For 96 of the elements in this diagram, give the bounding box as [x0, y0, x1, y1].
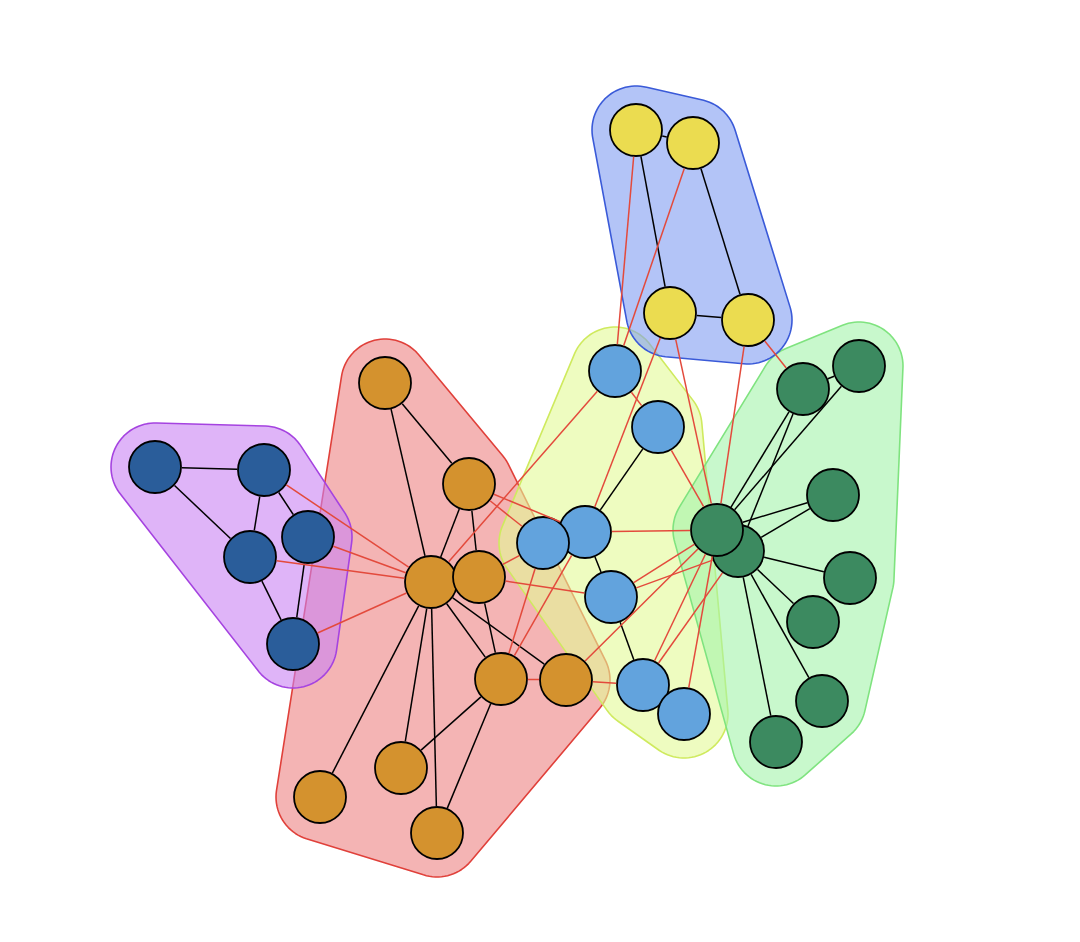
- link-line: [513, 554, 573, 657]
- link-line: [173, 484, 232, 540]
- link-line: [261, 580, 282, 621]
- network-node: [823, 551, 877, 605]
- link-line: [253, 495, 261, 532]
- link-line: [733, 385, 843, 511]
- network-node: [643, 286, 697, 340]
- network-node: [237, 443, 291, 497]
- link-line: [446, 603, 486, 658]
- link-line: [611, 529, 691, 533]
- network-node: [584, 570, 638, 624]
- link-line: [763, 556, 825, 573]
- link-line: [331, 605, 420, 774]
- link-line: [420, 696, 482, 751]
- network-node: [452, 550, 506, 604]
- network-node: [358, 356, 412, 410]
- network-node: [516, 516, 570, 570]
- link-line: [508, 567, 536, 655]
- link-line: [584, 548, 699, 662]
- link-line: [760, 507, 811, 539]
- network-node: [266, 617, 320, 671]
- network-node: [374, 741, 428, 795]
- link-line: [696, 314, 722, 319]
- network-node: [749, 715, 803, 769]
- link-line: [633, 543, 695, 584]
- link-line: [594, 337, 661, 508]
- link-line: [674, 338, 713, 505]
- link-line: [700, 167, 741, 296]
- network-node: [281, 510, 335, 564]
- network-node: [410, 806, 464, 860]
- link-line: [446, 703, 492, 809]
- link-line: [635, 559, 714, 589]
- link-line: [657, 572, 724, 664]
- link-line: [747, 413, 794, 527]
- link-line: [401, 402, 453, 465]
- link-line: [742, 576, 772, 717]
- link-line: [640, 155, 666, 288]
- link-line: [404, 607, 428, 743]
- link-line: [447, 390, 599, 563]
- network-node: [631, 400, 685, 454]
- network-node: [404, 555, 458, 609]
- link-line: [622, 167, 686, 347]
- network-node: [474, 652, 528, 706]
- network-node: [776, 362, 830, 416]
- network-node: [223, 530, 277, 584]
- link-line: [278, 491, 294, 516]
- network-node: [558, 505, 612, 559]
- link-line: [471, 510, 477, 551]
- network-node: [657, 687, 711, 741]
- link-line: [750, 573, 810, 679]
- link-line: [502, 554, 520, 566]
- network-node: [690, 503, 744, 557]
- network-node: [666, 116, 720, 170]
- link-line: [285, 484, 410, 568]
- link-line: [616, 156, 635, 345]
- link-line: [670, 449, 705, 508]
- network-node: [539, 653, 593, 707]
- link-line: [630, 391, 643, 407]
- link-line: [275, 559, 406, 580]
- link-line: [527, 678, 540, 681]
- link-line: [493, 493, 561, 523]
- network-node: [609, 103, 663, 157]
- link-line: [756, 568, 795, 605]
- network-node: [293, 770, 347, 824]
- link-line: [661, 135, 668, 138]
- link-line: [599, 448, 644, 511]
- network-node: [616, 658, 670, 712]
- link-line: [181, 467, 238, 470]
- link-line: [730, 411, 790, 508]
- link-line: [430, 608, 438, 807]
- link-line: [483, 602, 497, 654]
- network-node: [806, 468, 860, 522]
- link-line: [619, 621, 635, 661]
- link-line: [592, 681, 617, 684]
- network-node: [786, 595, 840, 649]
- link-line: [764, 340, 787, 369]
- link-line: [390, 408, 426, 557]
- link-line: [742, 502, 808, 523]
- link-line: [827, 375, 835, 380]
- link-line: [332, 545, 407, 574]
- link-line: [452, 597, 545, 665]
- link-line: [720, 345, 745, 505]
- link-line: [440, 508, 461, 558]
- link-line: [489, 500, 523, 527]
- network-node: [832, 339, 886, 393]
- network-node: [128, 440, 182, 494]
- network-node: [588, 344, 642, 398]
- link-line: [316, 592, 408, 634]
- link-line: [594, 556, 602, 573]
- link-line: [504, 580, 586, 594]
- network-node: [795, 674, 849, 728]
- link-line: [296, 562, 305, 619]
- link-line: [688, 555, 713, 689]
- network-node: [442, 457, 496, 511]
- link-line: [653, 553, 707, 662]
- network-node: [721, 293, 775, 347]
